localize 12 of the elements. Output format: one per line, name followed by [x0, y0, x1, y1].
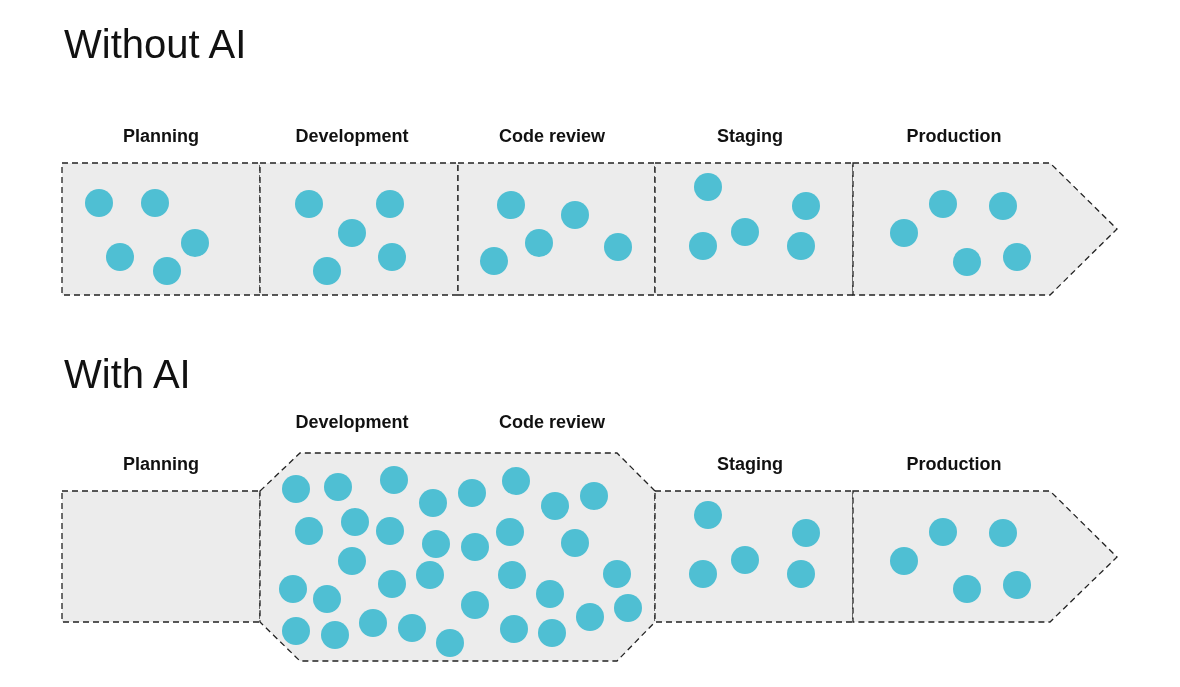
stage-label: Code review — [499, 126, 605, 147]
section-heading: With AI — [64, 352, 191, 397]
section-heading: Without AI — [64, 22, 247, 67]
stage-label: Production — [906, 126, 1002, 147]
stage-label: Planning — [123, 126, 199, 147]
stage-label: Development — [295, 126, 409, 147]
stage-label: Planning — [123, 454, 199, 475]
stage-label: Code review — [499, 412, 605, 433]
stage-label: Development — [295, 412, 409, 433]
stage-label: Production — [906, 454, 1002, 475]
stage-label: Staging — [717, 454, 783, 475]
stage-label: Staging — [717, 126, 783, 147]
